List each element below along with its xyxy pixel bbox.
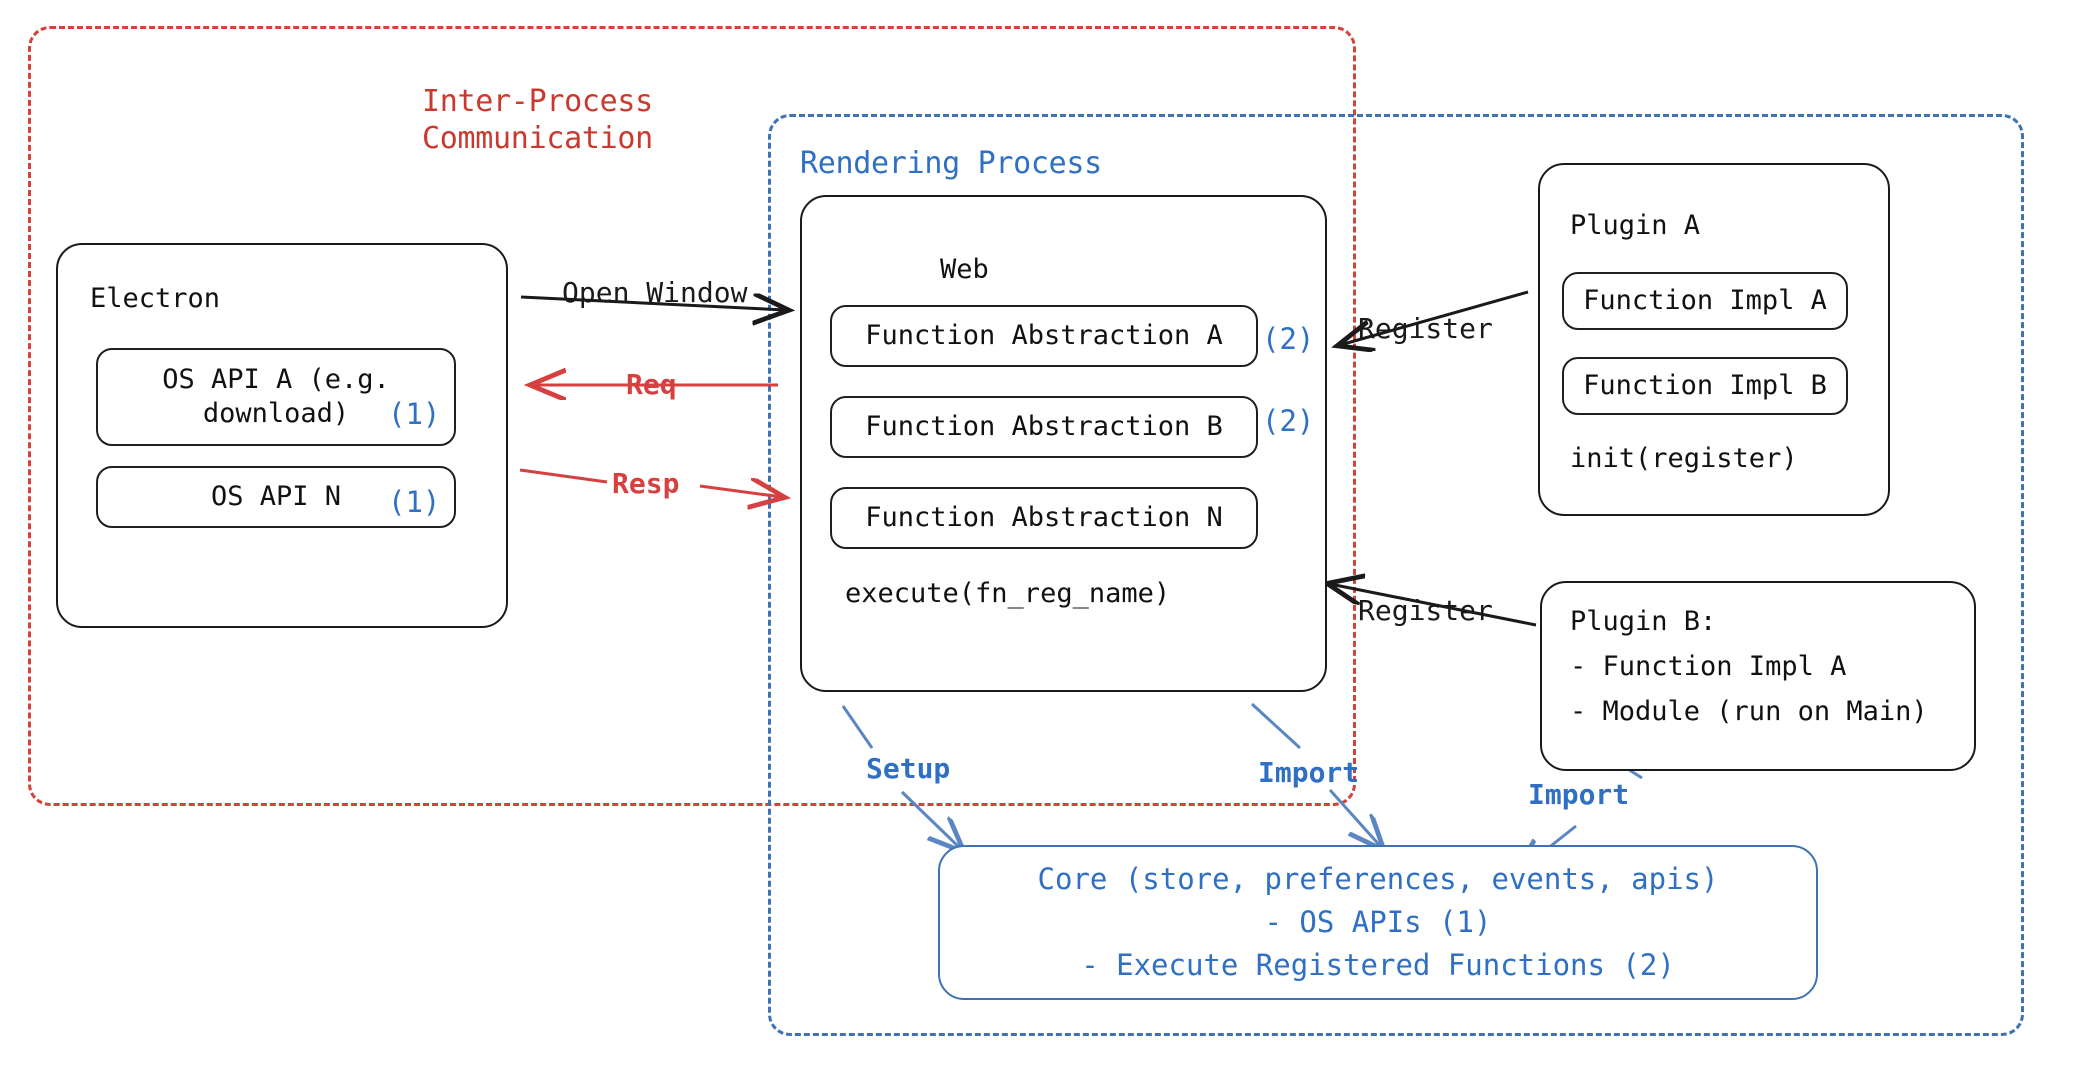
os-api-n-badge: (1) (388, 485, 441, 519)
plugin-b-item-function-impl-a: - Function Impl A (1570, 651, 1847, 682)
function-abstraction-b-badge: (2) (1262, 404, 1315, 438)
plugin-b-container[interactable] (1540, 581, 1976, 771)
edge-label-open-window: Open Window (562, 276, 748, 309)
function-abstraction-n-box[interactable]: Function Abstraction N (830, 487, 1258, 549)
plugin-a-container[interactable] (1538, 163, 1890, 516)
edge-label-register-plugin-a: Register (1358, 312, 1493, 345)
edge-label-req: Req (626, 368, 677, 401)
edge-label-register-plugin-b: Register (1358, 594, 1493, 627)
zone-label-rendering-process: Rendering Process (800, 146, 1102, 181)
plugin-a-function-impl-b-box[interactable]: Function Impl B (1562, 357, 1848, 415)
zone-inter-process-communication (28, 26, 1356, 806)
web-execute-signature: execute(fn_reg_name) (845, 578, 1171, 609)
plugin-a-function-impl-a-box[interactable]: Function Impl A (1562, 272, 1848, 330)
electron-title: Electron (90, 283, 221, 314)
plugin-b-title: Plugin B: (1570, 606, 1717, 637)
plugin-a-init-signature: init(register) (1570, 443, 1798, 474)
web-title: Web (940, 254, 989, 285)
os-api-a-box[interactable]: OS API A (e.g. download) (96, 348, 456, 446)
edge-label-resp: Resp (612, 467, 680, 500)
edge-label-import-web: Import (1258, 756, 1360, 789)
core-line-main: Core (store, preferences, events, apis) (1037, 861, 1719, 896)
plugin-b-item-module: - Module (run on Main) (1570, 696, 1928, 727)
os-api-a-badge: (1) (388, 397, 441, 431)
function-abstraction-a-badge: (2) (1262, 322, 1315, 356)
core-container[interactable]: Core (store, preferences, events, apis) … (938, 845, 1818, 1000)
function-abstraction-a-box[interactable]: Function Abstraction A (830, 305, 1258, 367)
function-abstraction-b-box[interactable]: Function Abstraction B (830, 396, 1258, 458)
core-line-execute-registered-functions: - Execute Registered Functions (2) (1081, 948, 1675, 983)
zone-rendering-process (768, 114, 2024, 1036)
edge-label-import-plugin-b: Import (1528, 778, 1630, 811)
os-api-n-box[interactable]: OS API N (96, 466, 456, 528)
edge-label-setup: Setup (866, 752, 951, 785)
core-line-os-apis: - OS APIs (1) (1264, 904, 1492, 939)
plugin-a-title: Plugin A (1570, 210, 1701, 241)
zone-label-inter-process-communication: Inter-Process Communication (422, 84, 653, 156)
